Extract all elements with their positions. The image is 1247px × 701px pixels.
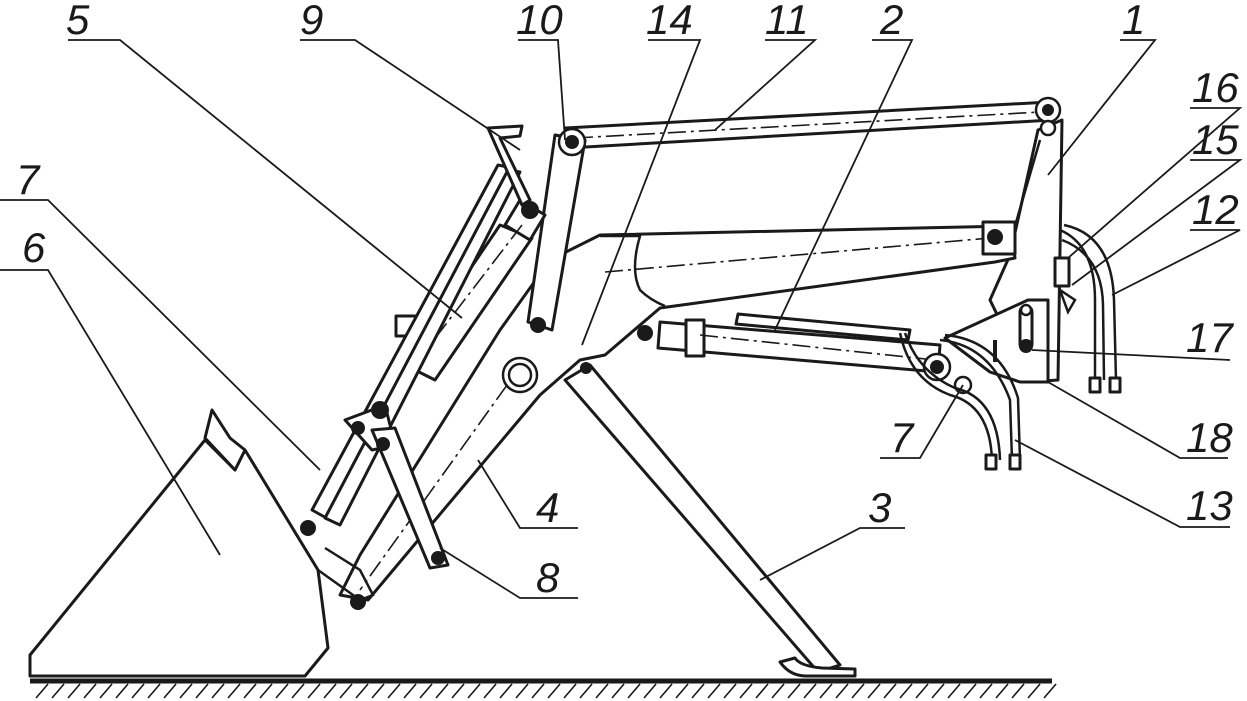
ground-hatch [99, 683, 113, 699]
ground-hatch [131, 683, 145, 699]
label-15: 15 [1192, 116, 1239, 163]
ground-hatch [211, 683, 225, 699]
label-7-right: 7 [890, 414, 915, 461]
ground-hatch [707, 683, 721, 699]
part-labels: 5 9 10 14 11 2 1 16 15 12 7 6 17 7 18 13… [16, 0, 1239, 601]
ground-hatch [579, 683, 593, 699]
ground-hatch [1027, 683, 1041, 699]
hydraulic-hoses [898, 223, 1122, 471]
ground-hatch [899, 683, 913, 699]
ground-hatch [771, 683, 785, 699]
ground-hatch [979, 683, 993, 699]
ground-hatch [115, 683, 129, 699]
ground-hatch [227, 683, 241, 699]
label-17: 17 [1186, 314, 1234, 361]
label-6: 6 [22, 224, 46, 271]
ground-hatch [67, 683, 81, 699]
ground-hatch [883, 683, 897, 699]
label-7-left: 7 [16, 156, 41, 203]
ground-hatch [787, 683, 801, 699]
label-1: 1 [1122, 0, 1145, 43]
label-4: 4 [536, 484, 559, 531]
ground-hatch [435, 683, 449, 699]
ground-hatch [995, 683, 1009, 699]
ground-hatch [163, 683, 177, 699]
ground-hatch [627, 683, 641, 699]
lower-bracket [943, 298, 1050, 384]
ground-hatch [275, 683, 289, 699]
ground-hatch [1043, 683, 1057, 699]
label-18: 18 [1186, 414, 1233, 461]
ground-hatch [451, 683, 465, 699]
ground [30, 678, 1057, 699]
boom-arm [338, 220, 1017, 602]
ground-hatch [963, 683, 977, 699]
ground-hatch [931, 683, 945, 699]
label-12: 12 [1192, 186, 1239, 233]
ground-hatch [51, 683, 65, 699]
ground-hatch [339, 683, 353, 699]
ground-hatch [307, 683, 321, 699]
ground-hatch [83, 683, 97, 699]
label-13: 13 [1186, 482, 1233, 529]
ground-hatch [195, 683, 209, 699]
rocker-link [343, 401, 450, 570]
label-5: 5 [66, 0, 90, 43]
ground-hatch [867, 683, 881, 699]
ground-hatch [355, 683, 369, 699]
label-3: 3 [868, 484, 891, 531]
ground-hatch [531, 683, 545, 699]
lift-cylinder [656, 312, 973, 395]
ground-hatch [147, 683, 161, 699]
ground-hatch [259, 683, 273, 699]
ground-hatch [595, 683, 609, 699]
ground-hatch [419, 683, 433, 699]
ground-hatch [835, 683, 849, 699]
ground-hatch [515, 683, 529, 699]
ground-hatch [1011, 683, 1025, 699]
ground-hatch [691, 683, 705, 699]
leader-lines [0, 39, 1243, 599]
label-8: 8 [536, 554, 560, 601]
ground-hatch [851, 683, 865, 699]
ground-hatch [291, 683, 305, 699]
ground-hatch [915, 683, 929, 699]
label-2: 2 [879, 0, 903, 43]
ground-hatch [643, 683, 657, 699]
ground-hatch [659, 683, 673, 699]
ground-hatch [755, 683, 769, 699]
ground-hatch [371, 683, 385, 699]
ground-hatch [675, 683, 689, 699]
ground-hatch [723, 683, 737, 699]
ground-hatch [35, 683, 49, 699]
ground-hatch [947, 683, 961, 699]
ground-hatch [403, 683, 417, 699]
ground-hatch [243, 683, 257, 699]
ground-hatch [323, 683, 337, 699]
label-10: 10 [516, 0, 563, 43]
bucket [28, 408, 375, 678]
ground-hatch [739, 683, 753, 699]
ground-hatch [611, 683, 625, 699]
label-14: 14 [646, 0, 693, 43]
label-9: 9 [300, 0, 323, 43]
ground-hatch [499, 683, 513, 699]
ground-hatch [483, 683, 497, 699]
ground-hatch [803, 683, 817, 699]
ground-hatch [179, 683, 193, 699]
ground-hatch [387, 683, 401, 699]
ground-hatch [819, 683, 833, 699]
label-11: 11 [765, 0, 809, 43]
ground-hatch [467, 683, 481, 699]
ground-hatch [547, 683, 561, 699]
label-16: 16 [1192, 64, 1239, 111]
ground-hatch [563, 683, 577, 699]
support-stand [563, 363, 857, 678]
upper-rod [563, 96, 1062, 150]
